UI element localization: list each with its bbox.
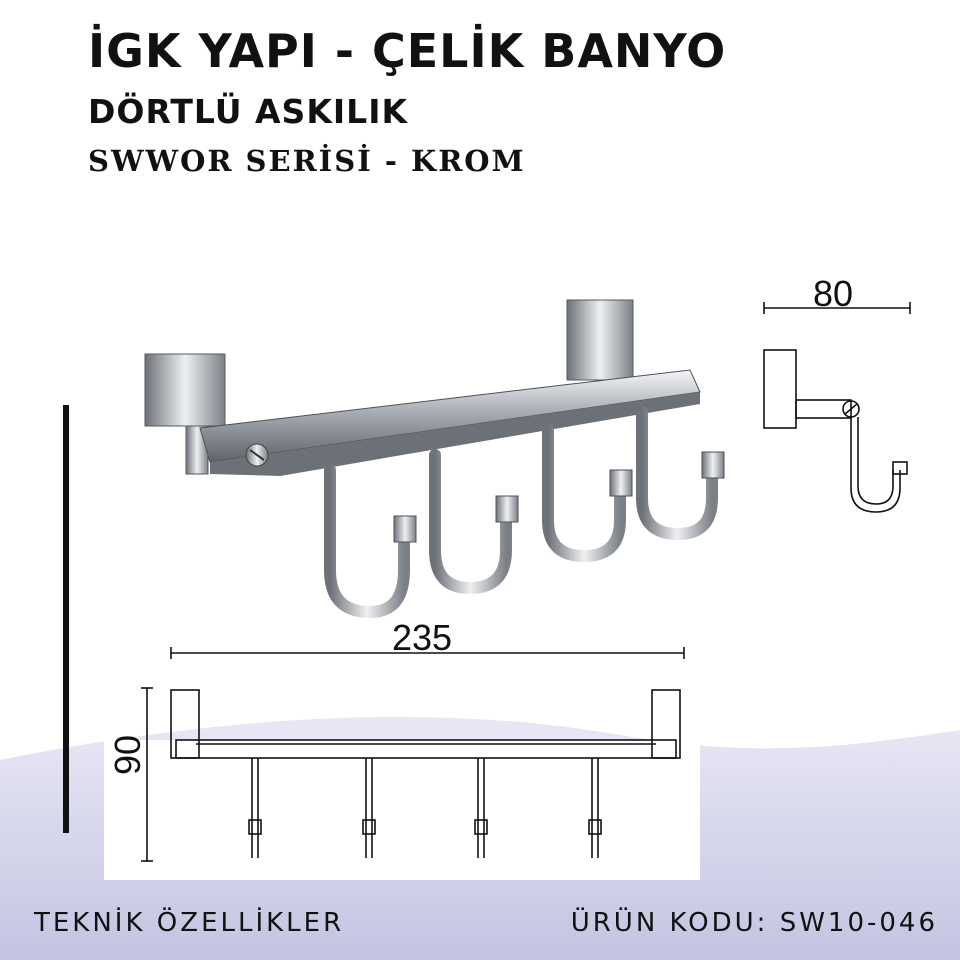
- technical-specs-label: TEKNİK ÖZELLİKLER: [34, 908, 345, 938]
- depth-dimension: 80: [813, 273, 854, 314]
- page-title: İGK YAPI - ÇELİK BANYO: [88, 24, 727, 78]
- product-code-label: ÜRÜN KODU: SW10-046: [570, 908, 938, 938]
- width-dimension: 235: [392, 617, 453, 658]
- product-subtitle: DÖRTLÜ ASKILIK: [88, 92, 409, 131]
- height-dimension: 90: [107, 734, 148, 775]
- series-label: SWWOR SERİSİ - KROM: [88, 144, 526, 178]
